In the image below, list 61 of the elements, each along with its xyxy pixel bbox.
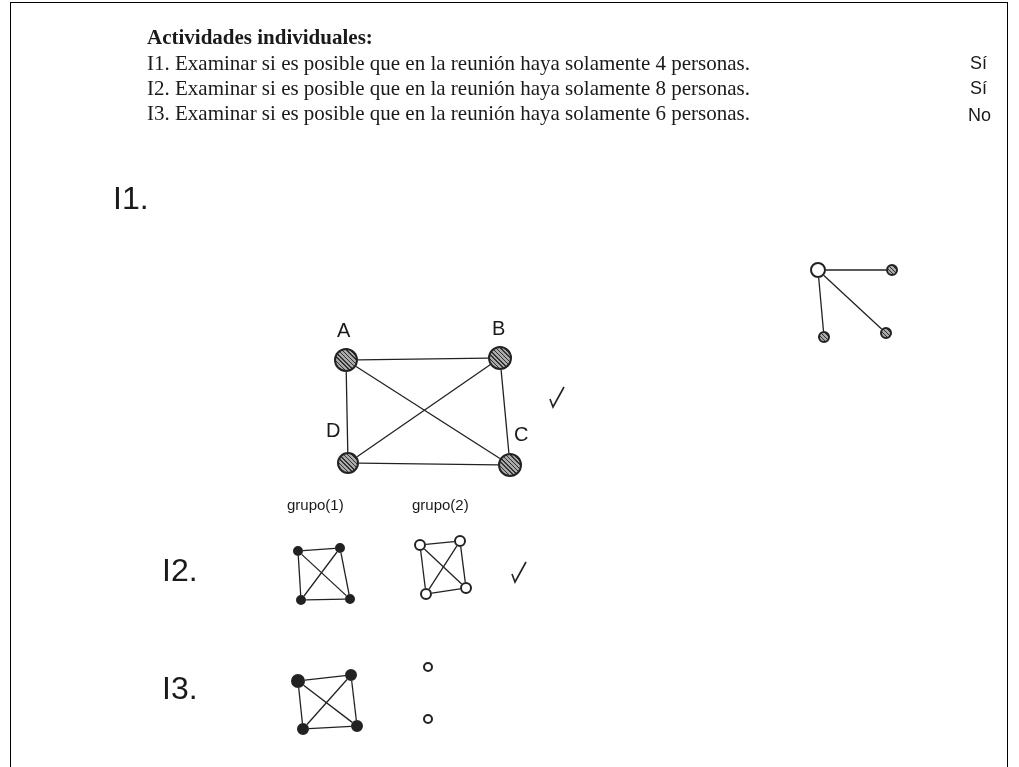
label-text: I1. Examinar si es posible que en la reunión haya solamente 4 personas. (147, 50, 750, 77)
graph-vertex (818, 331, 830, 343)
graph-edge (308, 725, 352, 730)
label-text: Sí (970, 77, 987, 100)
graph-vertex (420, 588, 432, 600)
graph-vertex (886, 264, 898, 276)
graph-edge (302, 547, 336, 552)
heading: Actividades individuales: (147, 24, 373, 51)
graph-vertex (337, 452, 359, 474)
vertex-letter: A (337, 320, 351, 340)
graph-vertex (296, 595, 306, 605)
label-text: I1. (113, 179, 149, 218)
graph-edge (823, 274, 883, 330)
vertex-letter: B (492, 318, 506, 338)
label-text: grupo(2) (412, 496, 469, 515)
graph-edge (431, 588, 461, 594)
vertex-letter: D (326, 420, 341, 440)
graph-edge (298, 687, 304, 724)
graph-edge (345, 371, 349, 453)
graph-edge (420, 550, 426, 589)
graph-vertex (423, 662, 433, 672)
label-text: I3. Examinar si es posible que en la reunión haya solamente 6 personas. (147, 100, 750, 127)
graph-edge (303, 551, 338, 597)
label-text: grupo(1) (287, 496, 344, 515)
graph-edge (340, 552, 350, 595)
graph-edge (304, 675, 346, 681)
label-text: No (968, 104, 991, 127)
graph-edge (357, 357, 489, 361)
graph-edge (500, 369, 510, 454)
graph-vertex (334, 348, 358, 372)
graph-vertex (335, 543, 345, 553)
graph-edge (302, 684, 353, 723)
graph-vertex (297, 723, 309, 735)
graph-vertex (345, 594, 355, 604)
graph-edge (297, 555, 302, 596)
graph-vertex (345, 669, 357, 681)
graph-edge (358, 462, 499, 466)
vertex-letter: C (514, 424, 529, 444)
graph-vertex (488, 346, 512, 370)
graph-vertex (293, 546, 303, 556)
graph-edge (460, 546, 466, 583)
graph-edge (825, 269, 887, 271)
graph-edge (818, 277, 825, 332)
label-text: Sí (970, 52, 987, 75)
graph-vertex (810, 262, 826, 278)
graph-vertex (291, 674, 305, 688)
graph-edge (425, 540, 455, 546)
graph-edge (301, 553, 347, 597)
label-text: I3. (162, 669, 198, 708)
graph-vertex (414, 539, 426, 551)
graph-edge (351, 680, 357, 721)
graph-edge (305, 598, 346, 601)
label-text: I2. (162, 551, 198, 590)
graph-edge (306, 678, 348, 726)
graph-vertex (423, 714, 433, 724)
graph-vertex (454, 535, 466, 547)
graph-vertex (880, 327, 892, 339)
label-text: I2. Examinar si es posible que en la reunión haya solamente 8 personas. (147, 75, 750, 102)
graph-vertex (498, 453, 522, 477)
graph-vertex (351, 720, 363, 732)
graph-vertex (460, 582, 472, 594)
